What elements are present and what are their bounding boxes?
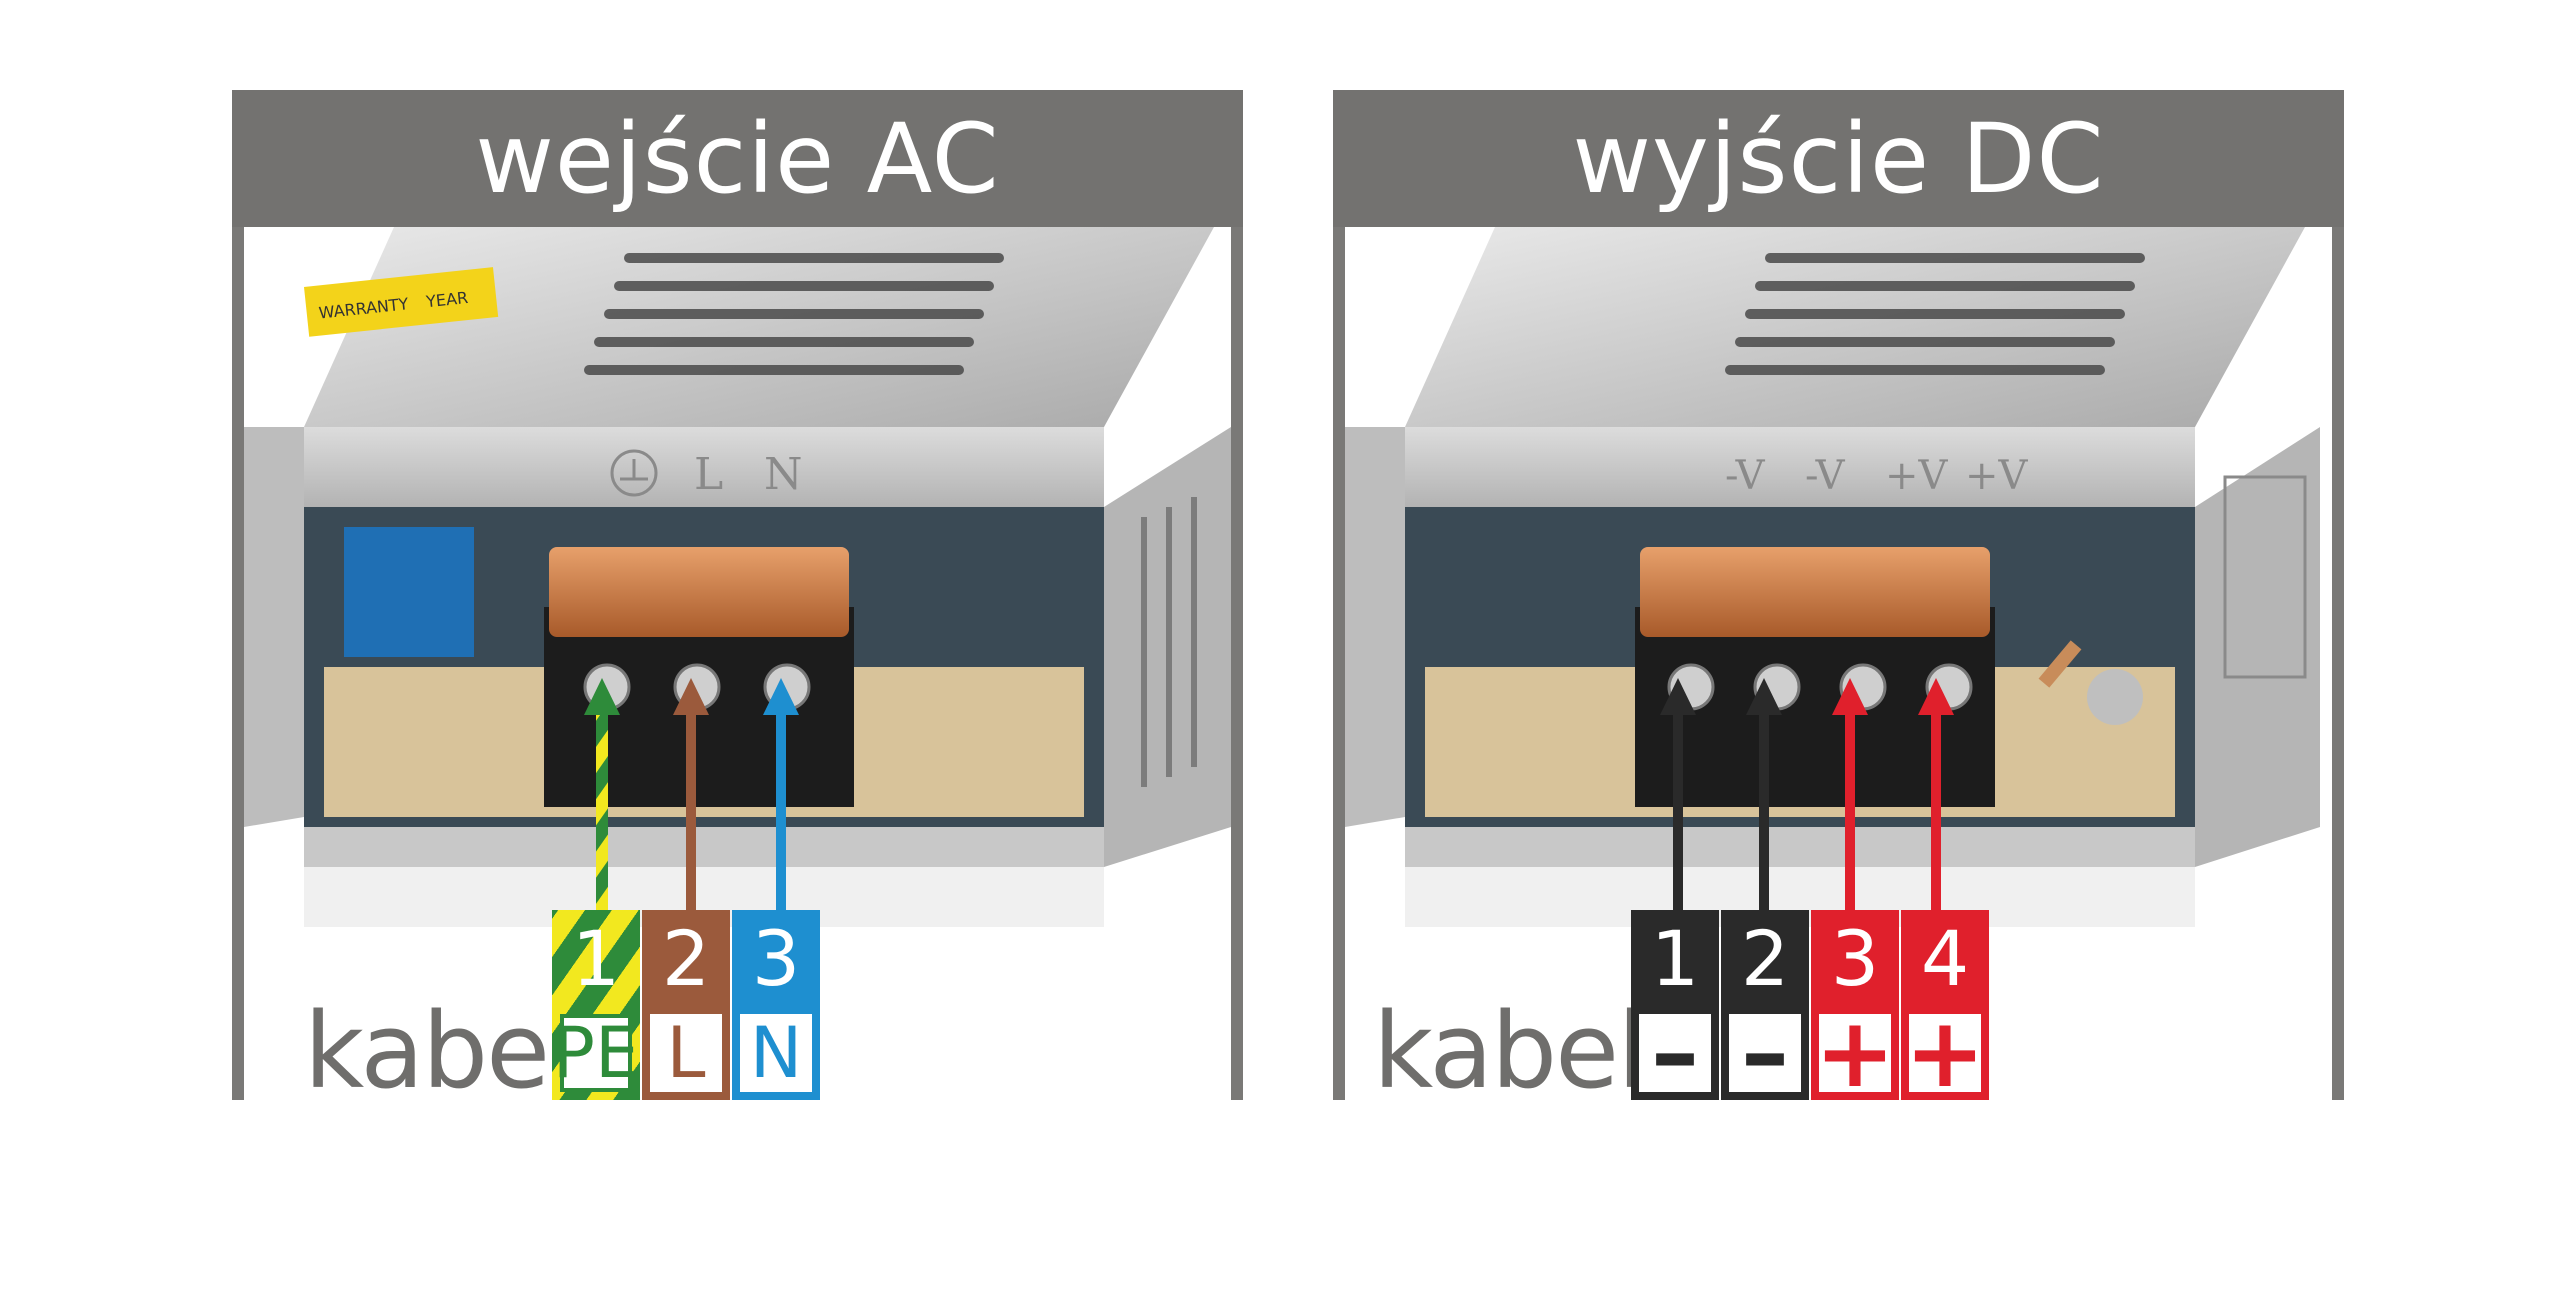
svg-text:-V: -V (1805, 453, 1846, 499)
dc-terminal-marking: -V -V +V +V (1725, 453, 2029, 499)
ac-input-title: wejście AC (232, 90, 1243, 227)
dc-cable-label: kabel: (1373, 990, 1679, 1112)
terminal-label-plus: + (1904, 997, 1986, 1109)
dc-terminal-1: 1 – (1631, 910, 1719, 1101)
terminal-number: 1 (1650, 913, 1700, 1003)
terminal-label-l: L (650, 1012, 722, 1094)
ac-terminal-1: 1 PE (552, 910, 640, 1100)
terminal-number: 4 (1920, 913, 1970, 1003)
terminal-number: 3 (751, 913, 801, 1003)
ac-terminal-3: 3 N (732, 910, 820, 1100)
panel-frame-right (2332, 90, 2344, 1100)
terminal-number: 2 (1740, 913, 1790, 1003)
dc-terminal-2: 2 – (1721, 910, 1809, 1101)
terminal-label-pe: PE (552, 1012, 640, 1094)
dc-power-supply-photo: -V -V +V +V (1345, 227, 2332, 967)
dc-terminal-4: 4 + (1901, 910, 1989, 1109)
dc-terminal-3: 3 + (1811, 910, 1899, 1109)
panel-frame-right (1231, 90, 1243, 1100)
svg-text:N: N (764, 449, 803, 500)
svg-text:+V: +V (1885, 453, 1949, 499)
terminal-number: 1 (571, 913, 621, 1003)
panel-frame-left (232, 90, 244, 1100)
ac-input-panel: wejście AC (232, 90, 1243, 1112)
terminal-number: 3 (1830, 913, 1880, 1003)
ac-power-supply-photo: WARRANTY YEAR L N (244, 227, 1231, 967)
svg-text:L: L (694, 449, 723, 500)
dc-output-panel: wyjście DC (1333, 90, 2344, 1112)
svg-text:-V: -V (1725, 453, 1766, 499)
terminal-label-minus: – (1729, 1005, 1801, 1101)
dc-wires (1660, 678, 1954, 1000)
svg-text:+V: +V (1965, 453, 2029, 499)
terminal-label-n: N (740, 1012, 812, 1094)
warranty-sticker: WARRANTY YEAR (304, 267, 499, 337)
terminal-label-plus: + (1814, 997, 1896, 1109)
ac-terminal-2: 2 L (642, 910, 730, 1100)
panel-frame-left (1333, 90, 1345, 1100)
svg-text:YEAR: YEAR (424, 288, 469, 311)
terminal-number: 2 (661, 913, 711, 1003)
ac-terminal-marking: L N (610, 449, 803, 500)
dc-output-title: wyjście DC (1333, 90, 2344, 227)
terminal-label-minus: – (1639, 1005, 1711, 1101)
